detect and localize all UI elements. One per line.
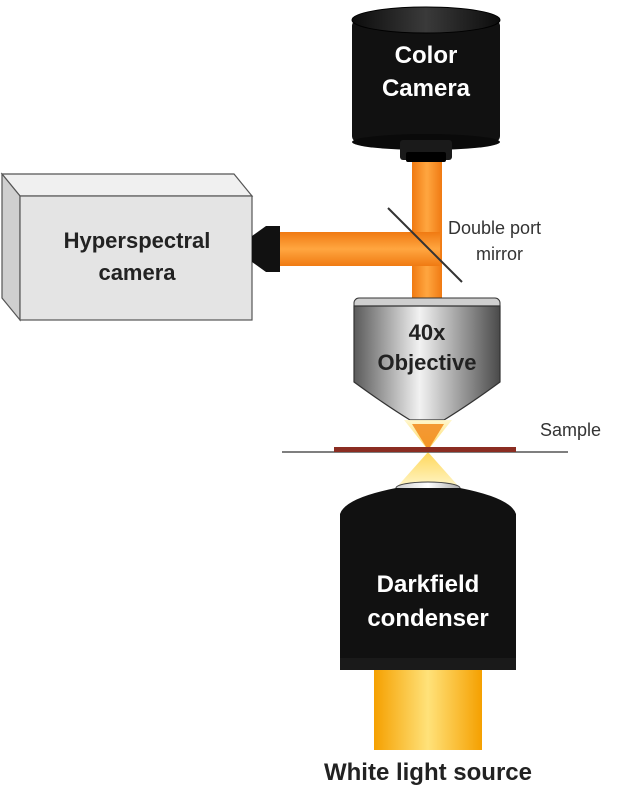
- color-camera: Color Camera: [351, 6, 501, 162]
- objective-lens: 40x Objective: [353, 297, 501, 421]
- white-light-beam: [374, 670, 482, 750]
- sample-slide: [334, 447, 516, 452]
- double-port-mirror: [387, 207, 463, 283]
- mirror-label-line2: mirror: [476, 244, 523, 264]
- condenser-label-line1: Darkfield: [377, 571, 480, 598]
- hyperspectral-label-line1: Hyperspectral: [64, 228, 211, 253]
- darkfield-condenser: Darkfield condenser: [340, 481, 516, 670]
- objective-label-line1: 40x: [409, 320, 446, 345]
- light-source-label: White light source: [324, 759, 532, 786]
- condenser-label-line2: condenser: [367, 605, 488, 632]
- color-camera-label-line2: Camera: [382, 75, 471, 102]
- horizontal-beam: [278, 232, 440, 266]
- hyperspectral-label-line2: camera: [98, 260, 176, 285]
- hyperspectral-camera: Hyperspectral camera: [0, 172, 254, 322]
- color-camera-label-line1: Color: [395, 42, 458, 69]
- lower-light-cone: [396, 452, 460, 488]
- objective-label-line2: Objective: [377, 350, 476, 375]
- vertical-beam: [412, 158, 442, 303]
- mirror-label-line1: Double port: [448, 218, 541, 238]
- hyperspectral-lens: [252, 226, 280, 272]
- upper-focus-cone: [412, 424, 444, 450]
- sample-label: Sample: [540, 420, 601, 440]
